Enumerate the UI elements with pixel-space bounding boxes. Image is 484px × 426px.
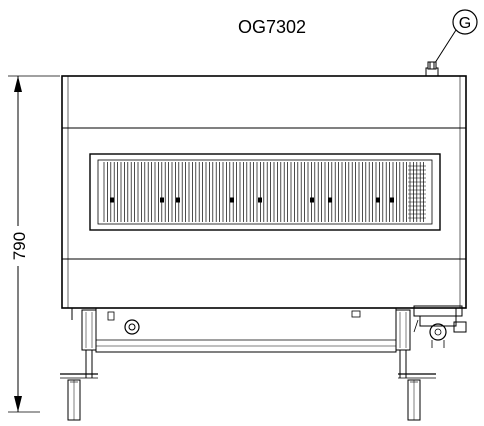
grill-bars bbox=[103, 162, 426, 222]
gas-connector bbox=[425, 61, 439, 77]
callout-letter: G bbox=[459, 15, 471, 32]
callout-leader bbox=[432, 29, 457, 67]
height-dimension: 790 bbox=[8, 75, 60, 413]
dimension-text-gap bbox=[9, 226, 27, 266]
base-assembly bbox=[71, 305, 467, 353]
right-bracket bbox=[395, 309, 411, 351]
grill-marker bbox=[176, 197, 180, 203]
model-label: OG7302 bbox=[238, 17, 306, 37]
grill-marker bbox=[328, 197, 332, 203]
grill-marker bbox=[230, 197, 234, 203]
grill-marker bbox=[258, 197, 262, 203]
grill-marker bbox=[310, 197, 314, 203]
left-bracket bbox=[81, 309, 97, 351]
dimension-arrow-top bbox=[14, 76, 22, 92]
dimension-label: 790 bbox=[10, 232, 29, 260]
valve-knob bbox=[124, 319, 140, 335]
grill-inner-frame bbox=[97, 159, 433, 225]
grill-marker bbox=[160, 197, 164, 203]
grill-marker bbox=[390, 197, 394, 203]
left-leg bbox=[60, 350, 98, 421]
callout-g: G bbox=[432, 9, 478, 67]
callout-circle bbox=[452, 9, 478, 35]
right-leg bbox=[398, 350, 436, 421]
burner-housing bbox=[95, 307, 397, 353]
grill-frame bbox=[89, 153, 441, 231]
grill-marker bbox=[376, 197, 380, 203]
dimension-arrow-bottom bbox=[14, 396, 22, 412]
grill-marker bbox=[110, 197, 114, 203]
grill-window bbox=[89, 153, 441, 231]
gas-valve-assembly bbox=[413, 305, 467, 348]
